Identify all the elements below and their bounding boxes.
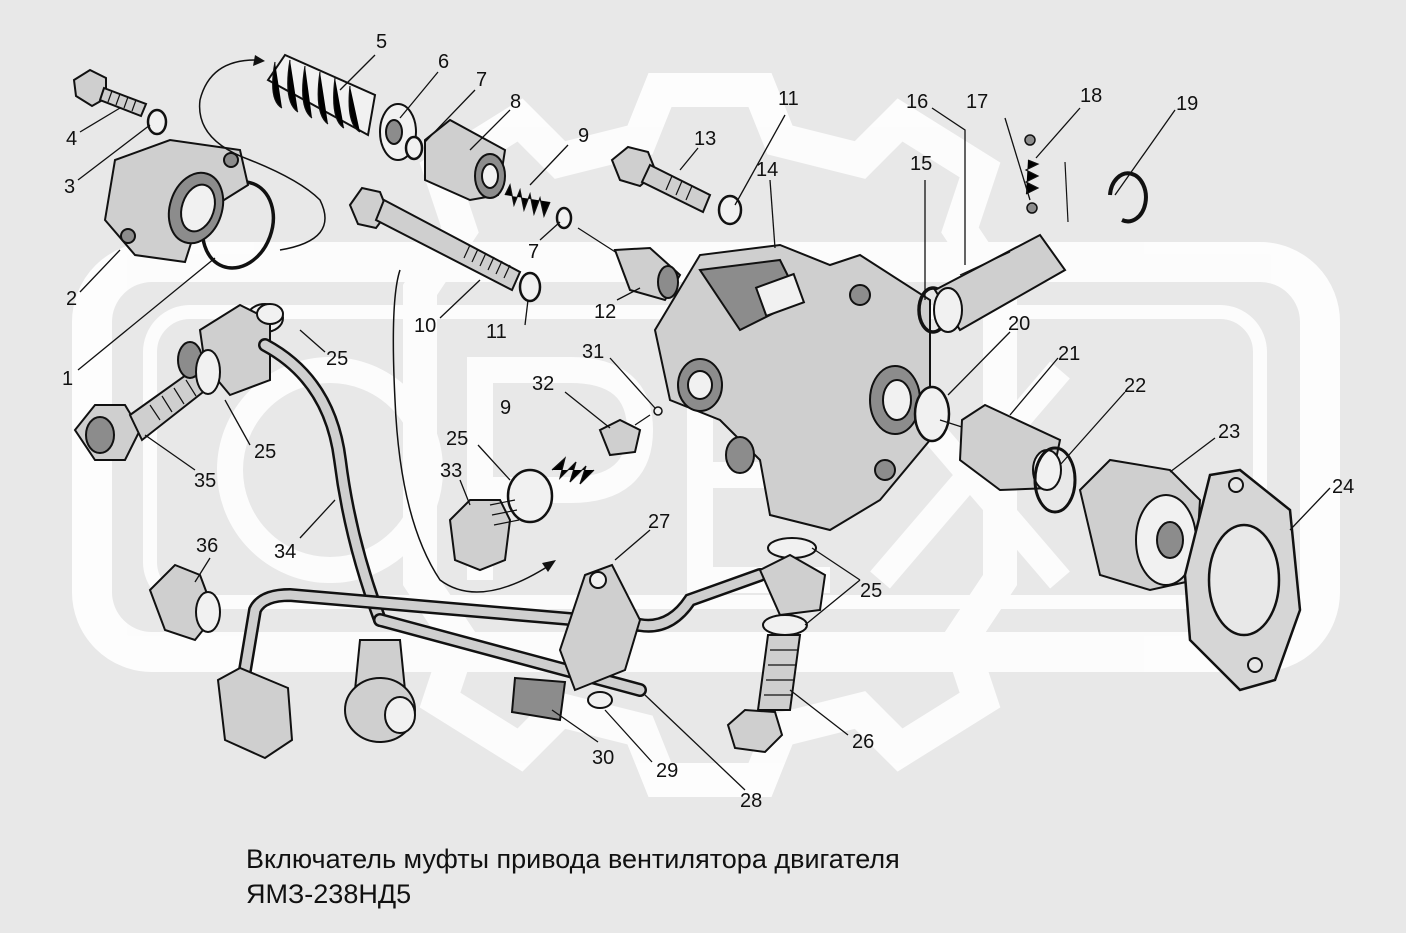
part-cap-nut-23 (1078, 458, 1202, 592)
part-snap-ring-19 (1108, 171, 1148, 224)
callout-36: 36 (196, 535, 218, 557)
callout-24: 24 (1332, 476, 1354, 498)
callout-18: 18 (1080, 85, 1102, 107)
callout-21: 21 (1058, 343, 1080, 365)
callout-labels: 1 2 3 4 5 6 7 7 8 9 9 10 11 11 12 13 14 … (62, 31, 1354, 812)
callout-28: 28 (740, 790, 762, 812)
callout-27: 27 (648, 511, 670, 533)
callout-20: 20 (1008, 313, 1030, 335)
callout-13: 13 (694, 128, 716, 150)
part-bolt-4 (72, 68, 148, 118)
callout-15: 15 (910, 153, 932, 175)
assembly-arrow-upper (198, 59, 326, 251)
part-ball-17-lower (1026, 202, 1038, 214)
callout-25d: 25 (860, 580, 882, 602)
callout-31: 31 (582, 341, 604, 363)
part-pin (1064, 161, 1069, 223)
part-tube-fitting (344, 639, 416, 743)
part-o-ring-22 (1033, 446, 1077, 514)
part-washer-11-lower (518, 271, 542, 303)
part-plug-33 (448, 499, 520, 572)
caption-line-2: ЯМЗ-238НД5 (246, 879, 412, 909)
callout-30: 30 (592, 747, 614, 769)
callout-26: 26 (852, 731, 874, 753)
part-banjo-bolt-35 (73, 363, 214, 461)
watermark-letter-o (217, 357, 443, 583)
part-washer-7-lower (555, 206, 573, 230)
callout-11b: 11 (486, 321, 507, 343)
part-ball-17-upper (1024, 134, 1036, 146)
part-housing-14 (653, 243, 931, 532)
callout-29: 29 (656, 760, 678, 782)
part-gasket-24 (1183, 468, 1302, 692)
callout-9b: 9 (500, 397, 511, 419)
diagram-caption: Включатель муфты привода вентилятора дви… (246, 842, 900, 912)
part-tube-nut (216, 666, 294, 760)
callout-4: 4 (66, 128, 77, 150)
assembly-arrow-lower (392, 269, 551, 593)
callout-17: 17 (966, 91, 988, 113)
callout-9a: 9 (578, 125, 589, 147)
callout-23: 23 (1218, 421, 1240, 443)
part-ball-31 (653, 406, 663, 416)
leader-lines (77, 54, 1331, 791)
part-bushing-8 (424, 118, 507, 202)
part-spring-9-upper (504, 183, 551, 218)
assembly-arrow-upper-head (253, 55, 265, 66)
callout-8: 8 (510, 91, 521, 113)
part-washer-3 (146, 108, 168, 136)
callout-35: 35 (194, 470, 216, 492)
callout-7a: 7 (476, 69, 487, 91)
callout-6: 6 (438, 51, 449, 73)
callout-34: 34 (274, 541, 296, 563)
callout-7b: 7 (528, 241, 539, 263)
part-washer-25 (506, 468, 554, 524)
callout-12: 12 (594, 301, 616, 323)
part-washer-7 (404, 135, 424, 161)
callout-32: 32 (532, 373, 554, 395)
callout-2: 2 (66, 288, 77, 310)
callout-25b: 25 (254, 441, 276, 463)
callout-25a: 25 (326, 348, 348, 370)
callout-25c: 25 (446, 428, 468, 450)
part-spring-18 (1024, 159, 1040, 195)
callout-14: 14 (756, 159, 778, 181)
callout-11a: 11 (778, 88, 799, 110)
part-spring-5 (266, 53, 377, 137)
callout-1: 1 (62, 368, 73, 390)
part-cylinder-16 (933, 233, 1067, 333)
callout-22: 22 (1124, 375, 1146, 397)
part-banjo-26 (726, 537, 827, 754)
part-bracket-30 (510, 563, 642, 722)
part-nut-36 (148, 563, 221, 642)
part-bolt-13 (610, 145, 712, 214)
callout-10: 10 (414, 315, 436, 337)
assembly-arrow-lower-head (542, 560, 556, 572)
callout-3: 3 (64, 176, 75, 198)
callout-33: 33 (440, 460, 462, 482)
part-valve-32 (598, 414, 651, 457)
part-washer-20 (913, 385, 951, 443)
caption-line-1: Включатель муфты привода вентилятора дви… (246, 844, 900, 874)
callout-19: 19 (1176, 93, 1198, 115)
part-flange-2 (103, 138, 250, 264)
part-washer-25-upper (256, 303, 284, 325)
callout-16: 16 (906, 91, 928, 113)
part-valve-12 (577, 227, 682, 302)
part-spring-9-lower (551, 456, 595, 485)
callout-5: 5 (376, 31, 387, 53)
part-long-bolt-10 (348, 186, 522, 292)
